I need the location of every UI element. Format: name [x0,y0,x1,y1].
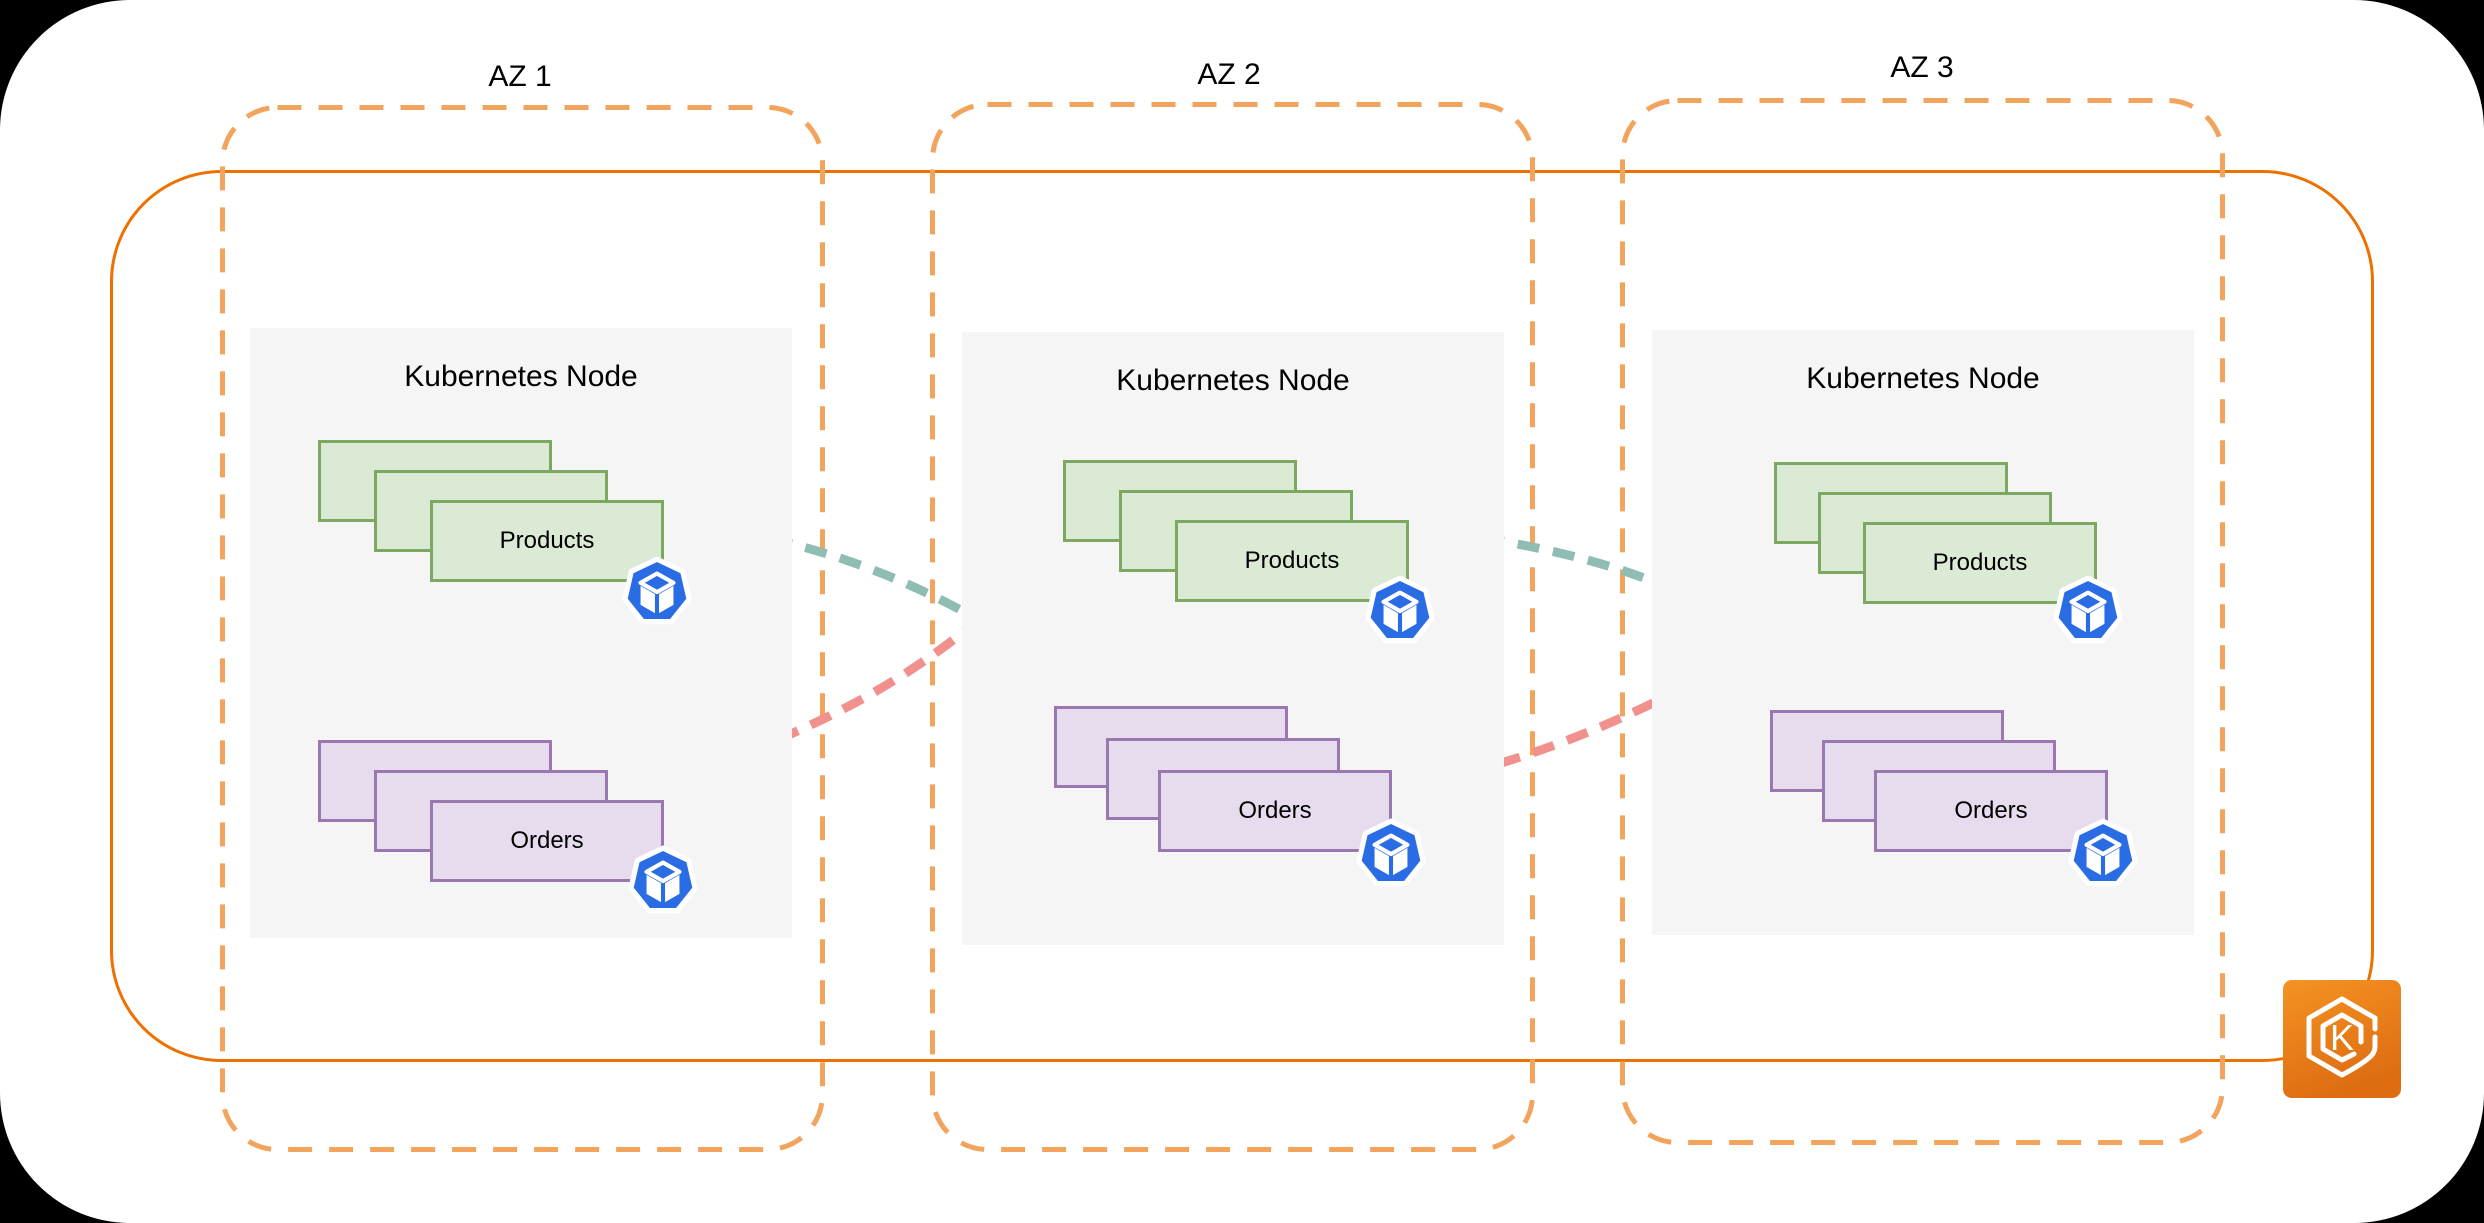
kubernetes-pod-icon [620,554,694,628]
eks-hexagon-icon [2306,996,2378,1078]
kubernetes-pod-icon [626,843,700,917]
pod-rect-orders-az1: Orders [430,800,664,882]
kubernetes-pod-icon [2066,816,2140,890]
pod-label: Products [1932,549,2028,576]
az-2-label: AZ 2 [1197,58,1261,91]
pod-label: Orders [1238,797,1312,824]
pod-rect-orders-az3: Orders [1874,770,2108,852]
pod-rect-products-az3: Products [1863,522,2097,604]
node-title: Kubernetes Node [1806,362,2040,395]
pod-label: Products [499,527,595,554]
eks-logo-letter: K [2330,1017,2354,1058]
az-2-boundary [930,102,1535,1152]
eks-logo-background [2283,980,2401,1098]
node-title: Kubernetes Node [404,360,638,393]
eks-logo: K [2283,980,2401,1098]
kubernetes-pod-icon [2051,573,2125,647]
az-3-boundary [1620,98,2225,1145]
eks-cluster-border [110,170,2374,1062]
pod-label: Orders [510,827,584,854]
az-3-label: AZ 3 [1890,51,1954,84]
pod-rect-products-az1: Products [430,500,664,582]
pod-rect-orders-az2: Orders [1158,770,1392,852]
kubernetes-pod-icon [1363,573,1437,647]
az-1-boundary [220,105,825,1152]
pod-label: Products [1244,547,1340,574]
node-title: Kubernetes Node [1116,364,1350,397]
az-1-label: AZ 1 [488,60,552,93]
kubernetes-pod-icon [1354,816,1428,890]
pod-label: Orders [1954,797,2028,824]
pod-rect-products-az2: Products [1175,520,1409,602]
